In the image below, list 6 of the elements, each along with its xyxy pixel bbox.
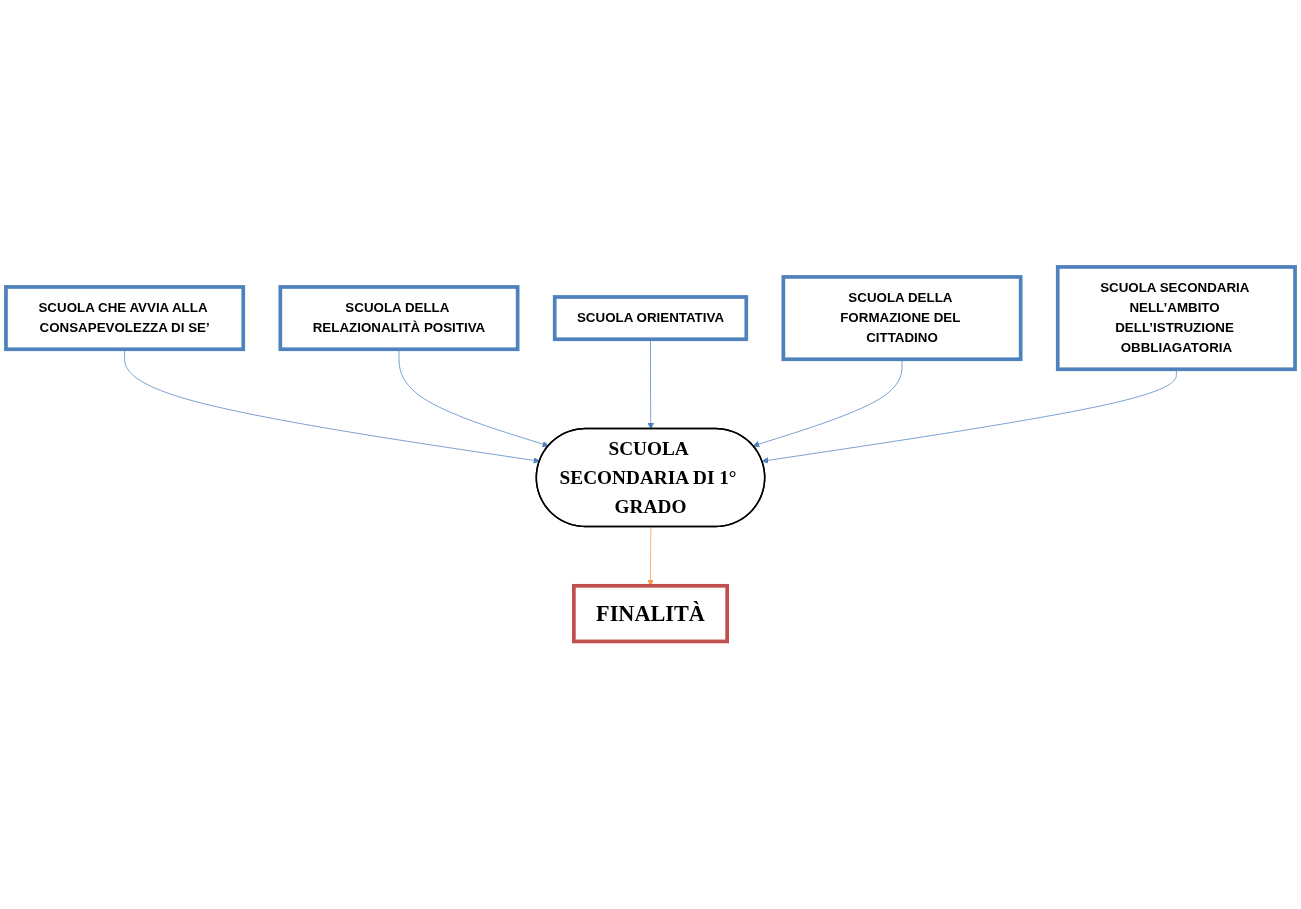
node-box: SCUOLA SECONDARIA NELL’AMBITO DELL’ISTRUZIONE OBBLIAGATORIA: [1055, 265, 1297, 372]
node-box: SCUOLA ORIENTATIVA: [552, 295, 749, 342]
node-box: SCUOLA DELLA FORMAZIONE DEL CITTADINO: [781, 275, 1023, 362]
node-box: SCUOLA CHE AVVIA ALLA CONSAPEVOLEZZA DI SE’: [4, 285, 246, 352]
node-box: FINALITÀ: [572, 584, 729, 644]
node-box: SCUOLA DELLA RELAZIONALITÀ POSITIVA: [278, 285, 520, 352]
